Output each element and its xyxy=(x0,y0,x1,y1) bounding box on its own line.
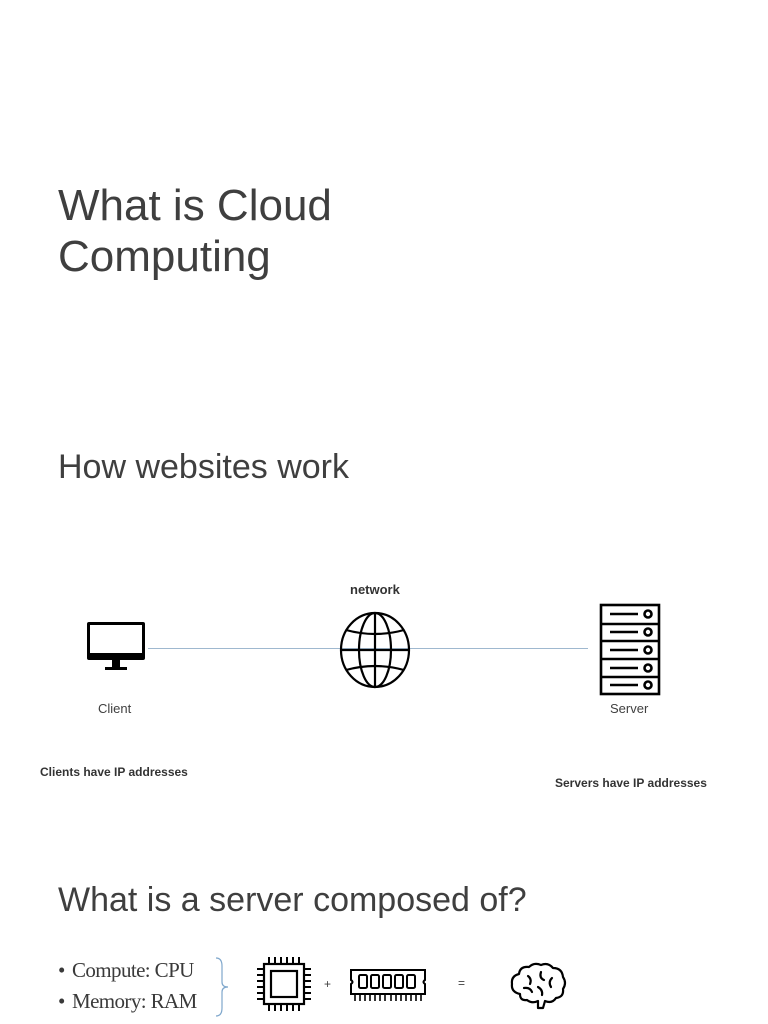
list-item: Compute: CPU xyxy=(58,955,197,986)
server-rack-icon xyxy=(599,603,661,696)
ram-module-icon xyxy=(350,969,426,1001)
server-ip-note: Servers have IP addresses xyxy=(555,776,707,790)
page-title: What is Cloud Computing xyxy=(58,180,478,282)
brain-icon xyxy=(510,962,567,1010)
globe-icon xyxy=(339,611,411,689)
cpu-chip-icon xyxy=(257,957,311,1011)
equals-sign: = xyxy=(458,976,466,990)
server-label: Server xyxy=(610,701,649,716)
plus-sign: + xyxy=(324,977,332,991)
list-item: Memory: RAM xyxy=(58,986,197,1017)
page-title-line-2: Computing xyxy=(58,232,271,281)
component-list: Compute: CPU Memory: RAM xyxy=(58,955,197,1017)
brace-icon xyxy=(215,957,229,1017)
client-label: Client xyxy=(98,701,132,716)
page-title-line-1: What is Cloud xyxy=(58,181,332,230)
section-heading-websites: How websites work xyxy=(58,448,349,486)
network-label: network xyxy=(350,582,400,597)
network-connector-line xyxy=(148,648,588,649)
section-heading-server: What is a server composed of? xyxy=(58,881,527,919)
client-ip-note: Clients have IP addresses xyxy=(40,765,188,779)
monitor-icon xyxy=(87,622,145,670)
